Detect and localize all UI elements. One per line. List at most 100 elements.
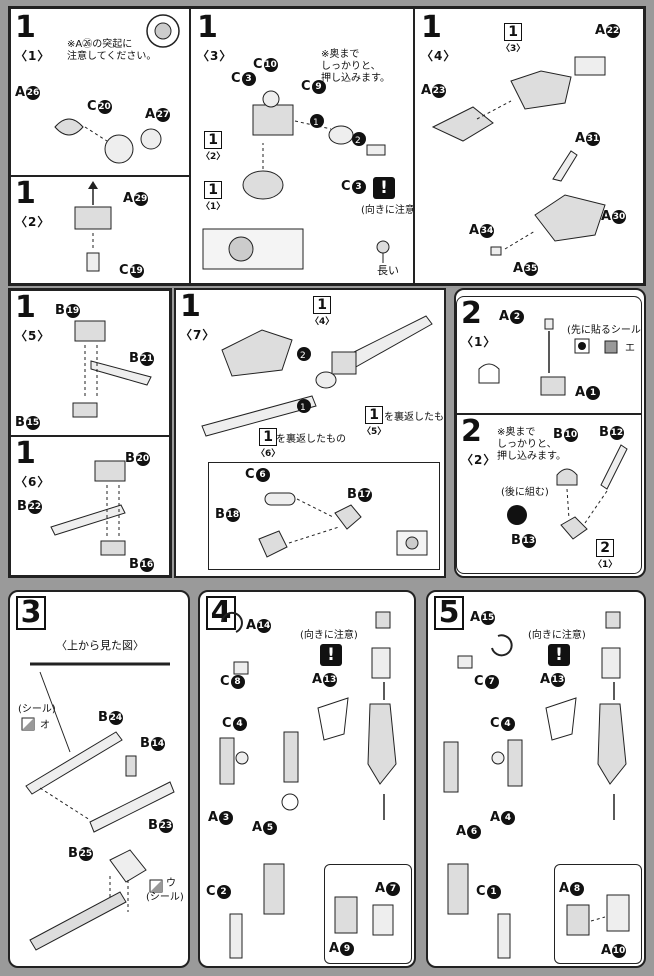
part-drawing: [431, 56, 606, 256]
reverse-note-5: を裏返したもの: [384, 412, 444, 423]
caution-text: (向きに注意): [361, 205, 414, 216]
svg-text:2: 2: [355, 136, 361, 146]
part-drawing: [507, 444, 628, 540]
seal-note-2: (シール): [146, 892, 184, 903]
step-number: 1: [15, 10, 36, 45]
caution-icon: !: [373, 177, 395, 199]
substep-label: 〈1〉: [15, 49, 51, 63]
step-number: 3: [16, 596, 46, 630]
seal-note: (シール): [18, 704, 56, 715]
svg-text:1: 1: [313, 118, 319, 128]
seal-letter: オ: [40, 720, 50, 731]
substep-label: 〈7〉: [180, 328, 216, 342]
part-drawing: [443, 611, 627, 959]
substep-label: 〈4〉: [421, 49, 457, 63]
substep-label: 〈3〉: [197, 49, 233, 63]
step-number: 1: [421, 10, 442, 45]
note-text: ※奥まで しっかりと、 押し込みます。: [321, 49, 390, 84]
part-drawing: [566, 894, 630, 936]
seal-letter: エ: [625, 343, 635, 354]
ref-step-1-5: 1〈5〉: [362, 406, 387, 437]
substep-label: 〈2〉: [15, 215, 51, 229]
step-number: 2: [461, 296, 482, 331]
substep-label: 〈6〉: [15, 475, 51, 489]
ref-step-2-1: 2〈1〉: [593, 539, 618, 570]
seal-note: (先に貼るシール): [567, 325, 642, 336]
ref-step-1-4: 1〈4〉: [310, 296, 335, 327]
reverse-note-6: を裏返したもの: [276, 434, 346, 445]
part-drawing: [72, 320, 152, 418]
svg-text:2: 2: [300, 351, 306, 361]
long-text: 長い: [377, 264, 399, 277]
substep-label: 〈1〉: [461, 335, 497, 349]
ref-step-1-2: 1〈2〉: [201, 131, 226, 162]
part-drawing: [334, 896, 394, 936]
seal-letter-2: ウ: [166, 878, 176, 889]
svg-text:1: 1: [300, 403, 306, 413]
part-drawing: 2 1: [201, 315, 433, 437]
step-number: 5: [434, 596, 464, 630]
note-text: ※奥まで しっかりと、 押し込みます。: [497, 427, 566, 462]
ref-step-1-6: 1〈6〉: [256, 428, 281, 459]
part-drawing: [478, 318, 618, 396]
part-drawing: [50, 460, 126, 556]
caution-text: (向きに注意): [528, 630, 586, 641]
ref-step-1-1: 1〈1〉: [201, 181, 226, 212]
part-drawing: [21, 662, 175, 951]
substep-label: 〈5〉: [15, 329, 51, 343]
caution-icon: !: [548, 644, 570, 666]
step-number: 2: [461, 414, 482, 449]
